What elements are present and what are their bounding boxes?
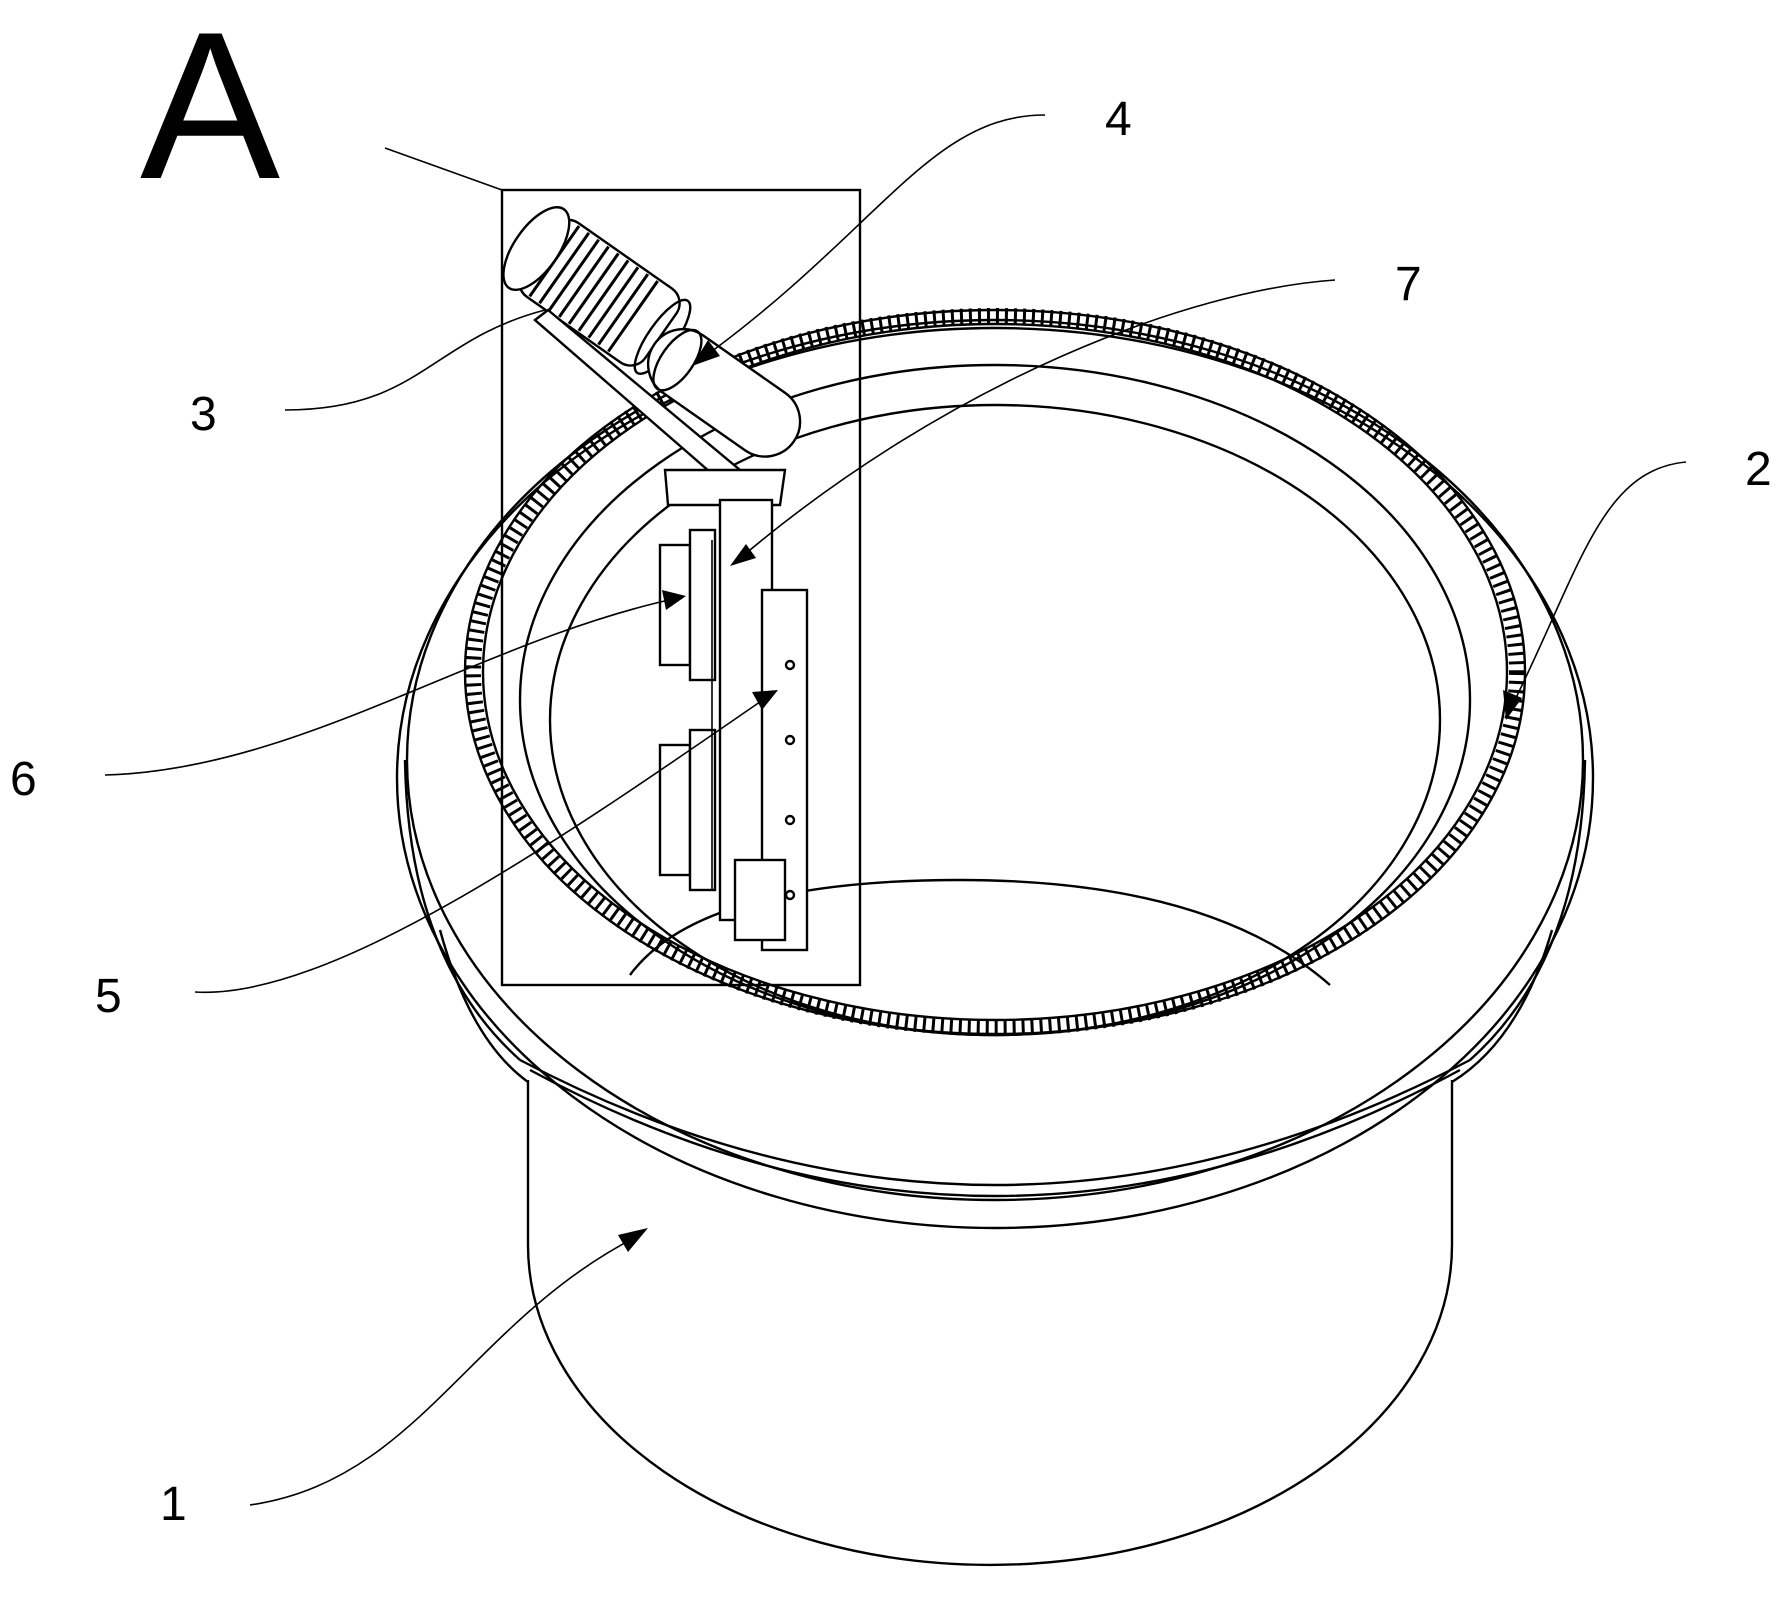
ref-label-7: 7	[1395, 258, 1422, 311]
gearbox	[646, 327, 802, 458]
leader-lines	[104, 114, 1687, 1506]
ring-gear	[463, 308, 1527, 1037]
ref-label-2: 2	[1745, 443, 1772, 496]
detail-leader-line	[384, 147, 503, 191]
flange	[395, 318, 1595, 1230]
ref-label-4: 4	[1105, 93, 1132, 146]
ref-label-5: 5	[95, 970, 122, 1023]
rail	[733, 858, 787, 942]
mechanism	[502, 206, 809, 952]
detail-marker-a: A	[140, 0, 280, 223]
motor	[502, 206, 692, 375]
ref-label-6: 6	[10, 753, 37, 806]
ref-label-3: 3	[190, 388, 217, 441]
inner-rim	[629, 878, 1331, 986]
ref-label-1: 1	[160, 1478, 187, 1531]
detail-box	[500, 188, 862, 987]
